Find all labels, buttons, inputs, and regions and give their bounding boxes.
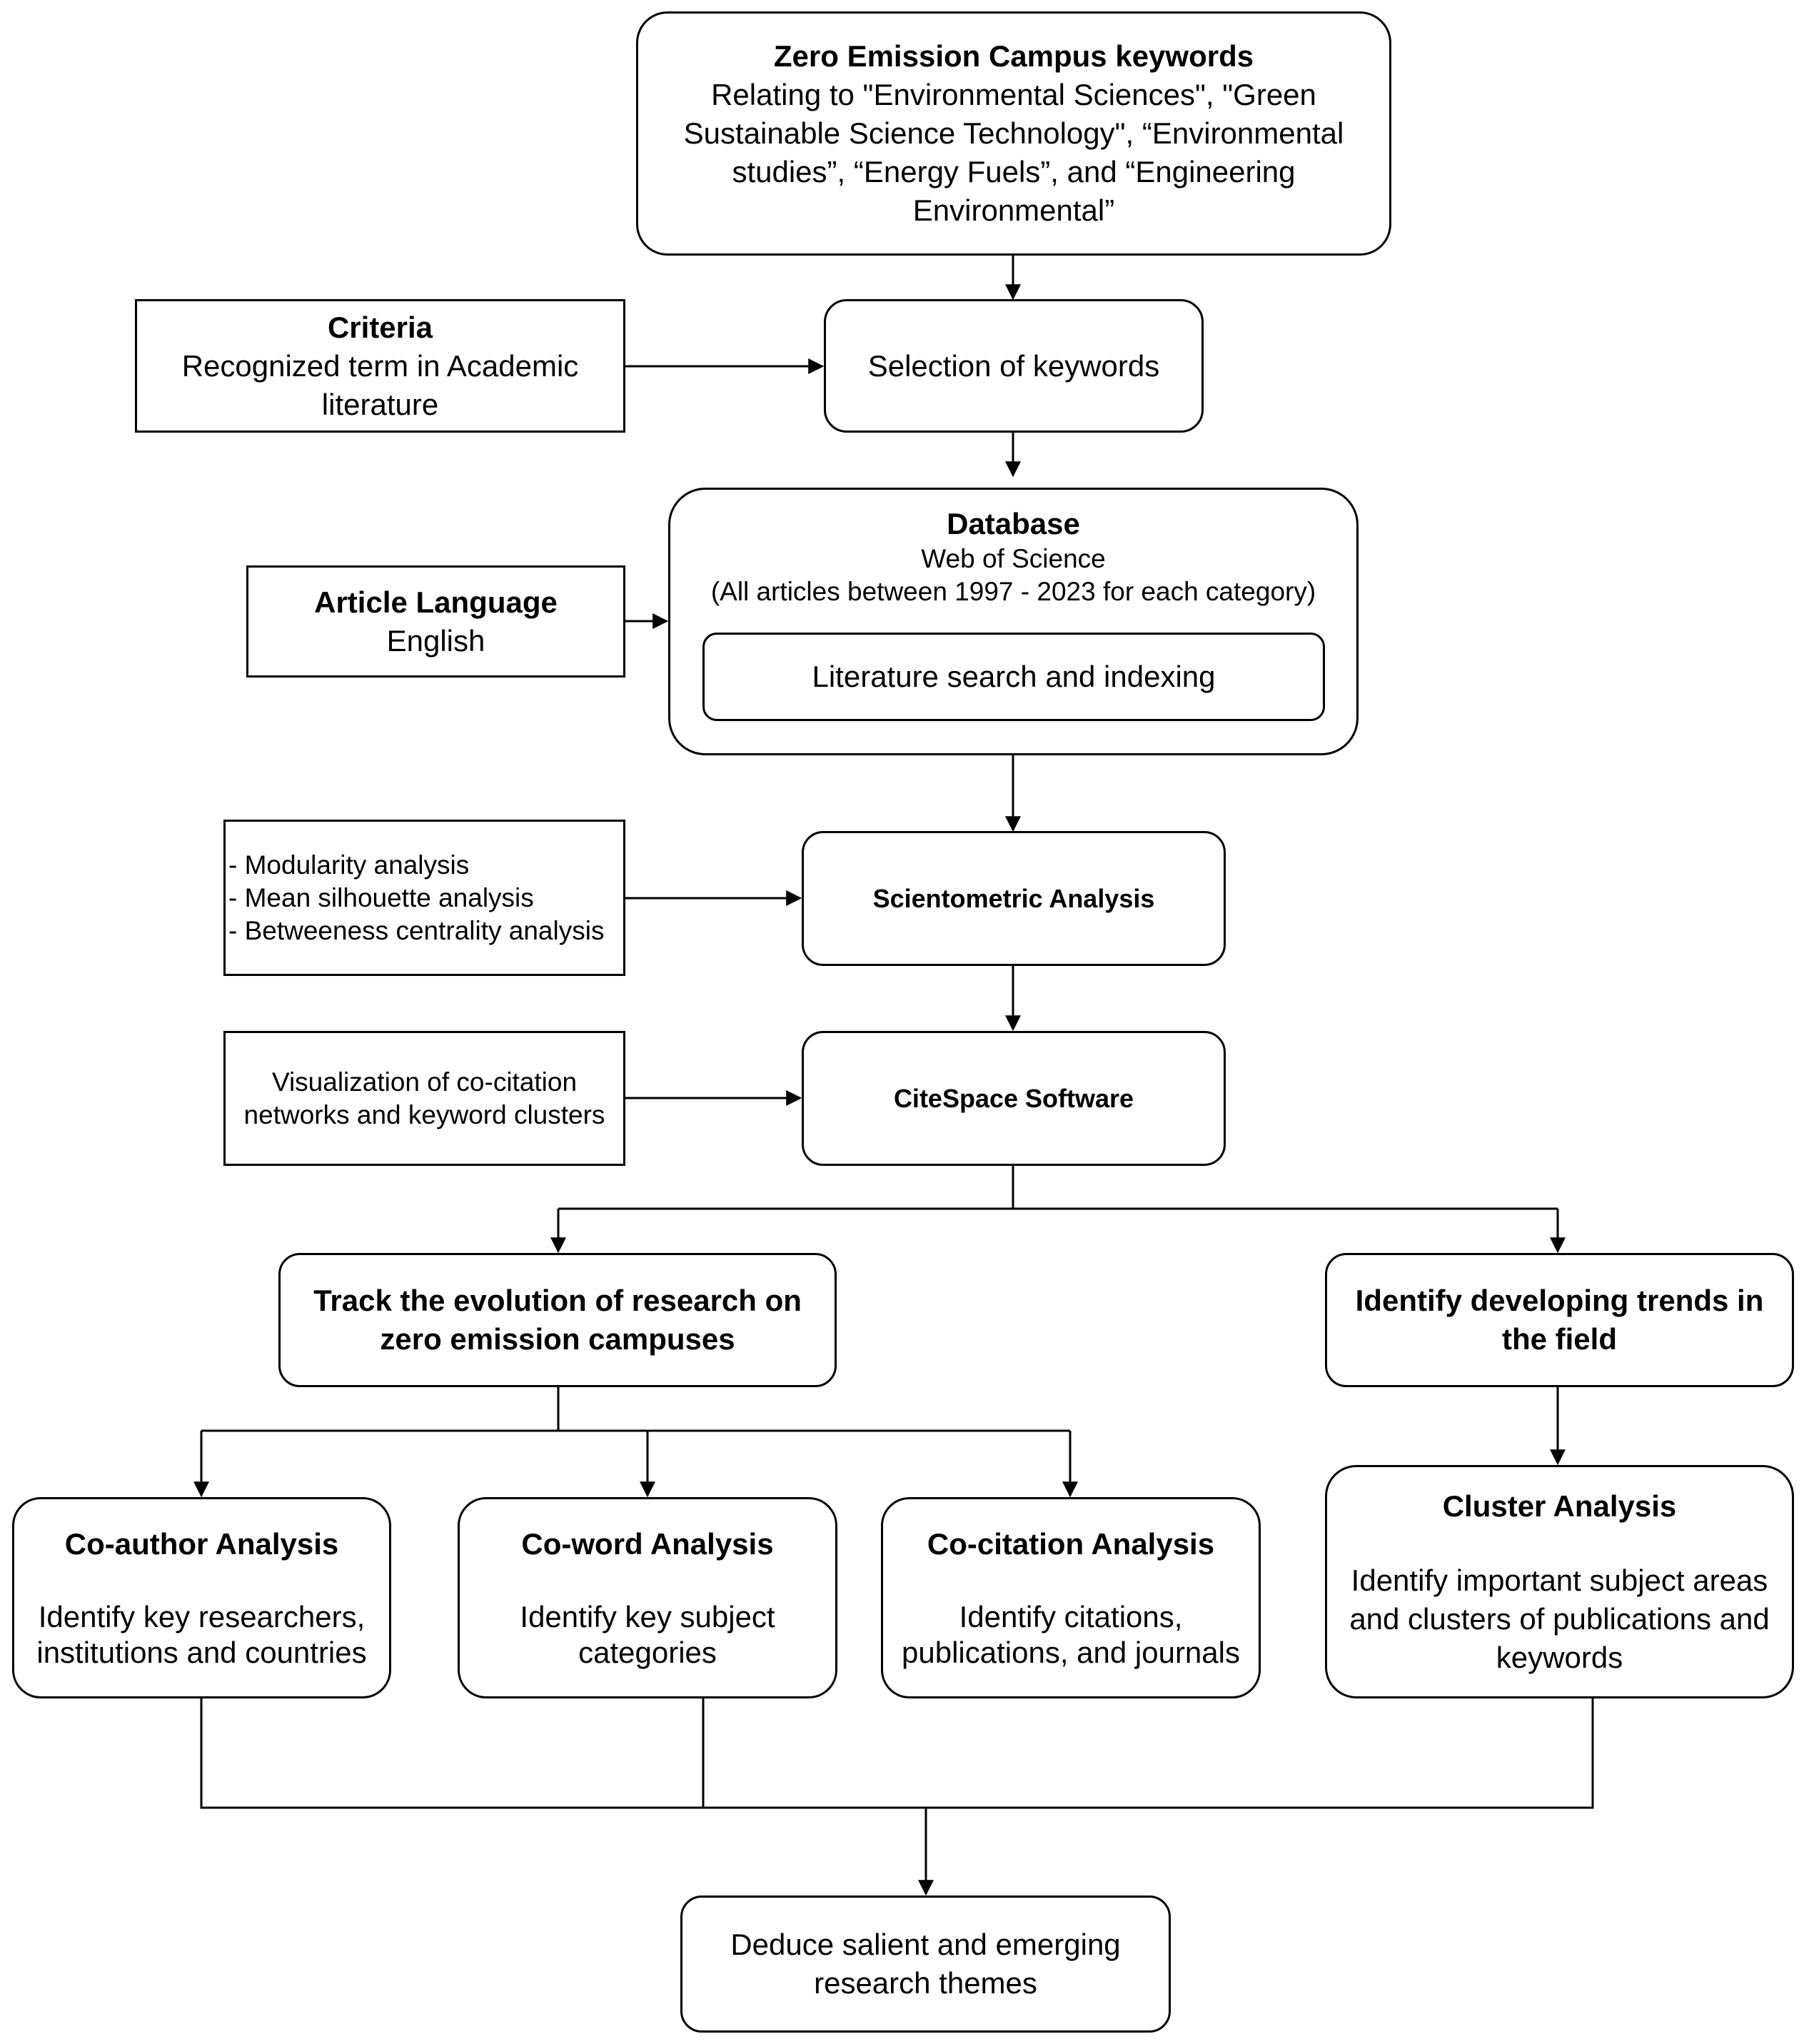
cluster-analysis-box: Cluster Analysis Identify important subj… <box>1325 1465 1794 1698</box>
cocitation-line-2: publications, and journals <box>902 1636 1240 1669</box>
selection-label: Selection of keywords <box>867 348 1160 383</box>
connector-merge <box>200 1698 1594 1809</box>
scientometric-label: Scientometric Analysis <box>872 883 1155 913</box>
method-item: - Modularity analysis <box>228 850 470 880</box>
visualization-line-2: networks and keyword clusters <box>243 1099 605 1129</box>
citespace-label: CiteSpace Software <box>893 1083 1134 1113</box>
identify-trends-box: Identify developing trends in the field <box>1325 1253 1794 1387</box>
criteria-line-1: Recognized term in Academic <box>181 348 579 383</box>
criteria-box: Criteria Recognized term in Academic lit… <box>135 299 625 433</box>
zero-emission-campus-keywords-box: Zero Emission Campus keywords Relating t… <box>636 11 1391 256</box>
database-title: Database <box>947 507 1080 540</box>
criteria-line-2: literature <box>321 387 439 421</box>
deduce-line-2: research themes <box>814 1966 1037 2000</box>
cluster-line-1: Identify important subject areas <box>1351 1563 1768 1597</box>
track-line-1: Track the evolution of research on <box>313 1284 802 1317</box>
track-line-2: zero emission campuses <box>380 1322 735 1356</box>
connector-citespace-split <box>558 1165 1558 1210</box>
deduce-themes-box: Deduce salient and emerging research the… <box>680 1896 1171 2033</box>
language-title: Article Language <box>314 585 558 619</box>
cluster-line-2: and clusters of publications and <box>1349 1601 1770 1636</box>
article-language-box: Article Language English <box>246 565 625 678</box>
language-value: English <box>386 623 485 658</box>
analysis-methods-box: - Modularity analysis - Mean silhouette … <box>223 820 625 976</box>
co-author-analysis-box: Co-author Analysis Identify key research… <box>12 1497 391 1698</box>
selection-of-keywords-box: Selection of keywords <box>824 299 1204 433</box>
zec-line-2: Sustainable Science Technology", “Enviro… <box>683 116 1344 150</box>
cluster-title: Cluster Analysis <box>1442 1489 1677 1523</box>
coauthor-line-1: Identify key researchers, <box>38 1600 366 1633</box>
co-citation-analysis-box: Co-citation Analysis Identify citations,… <box>881 1497 1261 1698</box>
visualization-box: Visualization of co-citation networks an… <box>223 1031 625 1166</box>
cocitation-title: Co-citation Analysis <box>927 1527 1215 1561</box>
identify-line-2: the field <box>1501 1322 1617 1356</box>
connector-track-split <box>201 1386 1070 1432</box>
visualization-line-1: Visualization of co-citation <box>271 1067 578 1097</box>
coauthor-title: Co-author Analysis <box>64 1527 339 1561</box>
coword-line-2: categories <box>578 1636 717 1669</box>
coword-line-1: Identify key subject <box>520 1600 775 1633</box>
cluster-line-3: keywords <box>1496 1640 1623 1674</box>
method-item: - Mean silhouette analysis <box>228 882 534 912</box>
identify-line-1: Identify developing trends in <box>1355 1284 1764 1317</box>
track-evolution-box: Track the evolution of research on zero … <box>278 1253 837 1387</box>
database-line-2: (All articles between 1997 - 2023 for ea… <box>710 577 1316 606</box>
database-line-1: Web of Science <box>921 544 1106 573</box>
zec-title: Zero Emission Campus keywords <box>773 39 1254 73</box>
citespace-software-box: CiteSpace Software <box>802 1031 1226 1166</box>
literature-search-label: Literature search and indexing <box>812 660 1216 693</box>
zec-line-3: studies”, “Energy Fuels”, and “Engineeri… <box>732 155 1296 188</box>
method-item: - Betweeness centrality analysis <box>228 915 605 945</box>
literature-search-box: Literature search and indexing <box>702 633 1325 721</box>
coword-title: Co-word Analysis <box>521 1527 774 1561</box>
deduce-line-1: Deduce salient and emerging <box>730 1928 1121 1961</box>
coauthor-line-2: institutions and countries <box>36 1636 367 1669</box>
scientometric-analysis-box: Scientometric Analysis <box>802 831 1226 966</box>
zec-line-4: Environmental” <box>912 193 1115 227</box>
cocitation-line-1: Identify citations, <box>959 1600 1183 1633</box>
co-word-analysis-box: Co-word Analysis Identify key subject ca… <box>458 1497 837 1698</box>
zec-line-1: Relating to "Environmental Sciences", "G… <box>711 78 1316 111</box>
database-box: Database Web of Science (All articles be… <box>668 488 1359 755</box>
criteria-title: Criteria <box>327 310 433 344</box>
